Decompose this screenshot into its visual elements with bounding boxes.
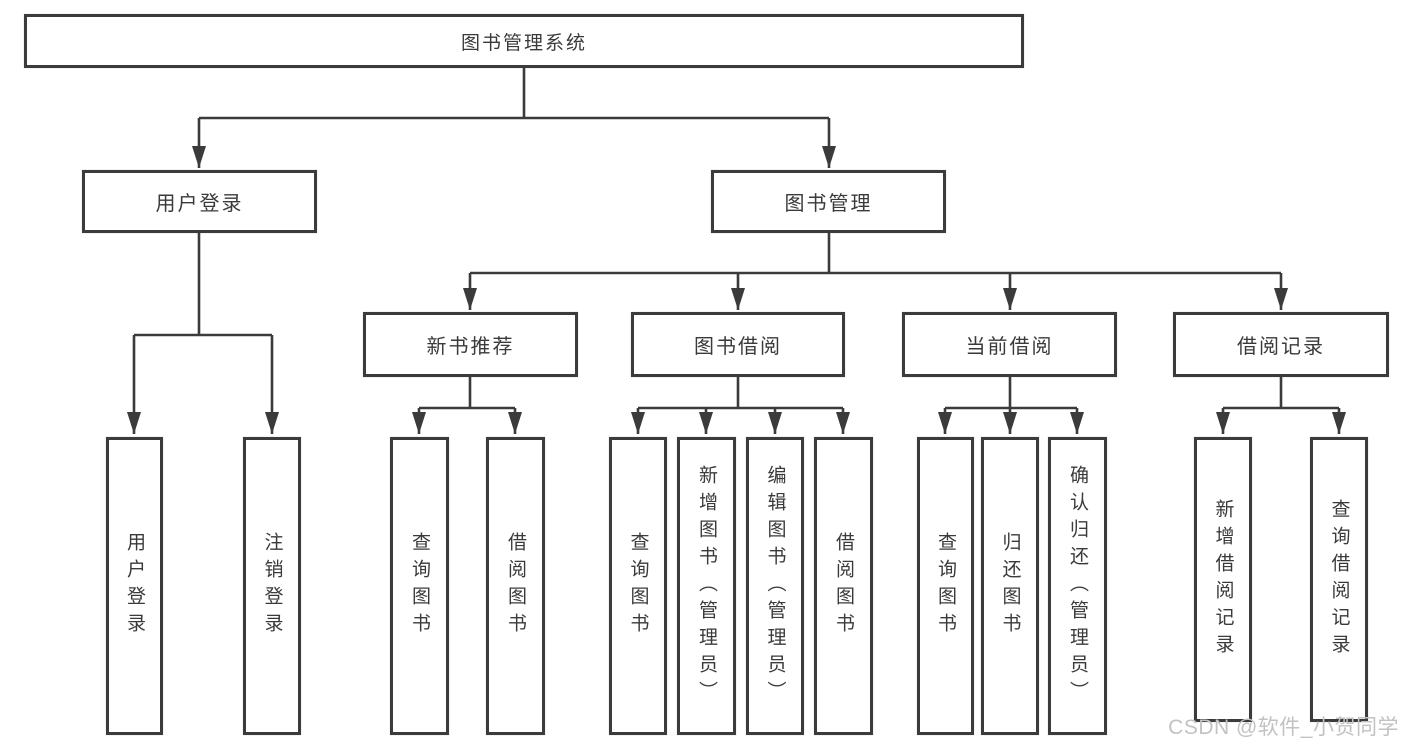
node-leaf-query-books-1: 查询图书 [390,437,449,735]
node-leaf-return-books: 归还图书 [981,437,1039,735]
node-leaf-borrow-books-1: 借阅图书 [486,437,545,735]
node-library-system: 图书管理系统 [24,14,1024,68]
node-book-management: 图书管理 [711,170,946,233]
node-leaf-edit-books-admin: 编辑图书（管理员） [746,437,804,735]
node-leaf-query-books-2: 查询图书 [609,437,667,735]
node-leaf-add-books-admin: 新增图书（管理员） [677,437,736,735]
node-new-book-recommend: 新书推荐 [363,312,578,377]
node-leaf-query-books-3: 查询图书 [917,437,974,735]
node-book-borrowing: 图书借阅 [631,312,845,377]
node-borrowing-records: 借阅记录 [1173,312,1389,377]
node-current-borrowing: 当前借阅 [902,312,1117,377]
node-leaf-user-login: 用户登录 [106,437,163,735]
node-leaf-logout: 注销登录 [243,437,301,735]
node-leaf-query-borrow-record: 查询借阅记录 [1310,437,1368,722]
node-leaf-add-borrow-record: 新增借阅记录 [1194,437,1252,722]
watermark: CSDN @软件_小贺同学 [1168,716,1399,739]
node-leaf-confirm-return-admin: 确认归还（管理员） [1048,437,1107,735]
node-leaf-borrow-books-2: 借阅图书 [814,437,873,735]
node-user-login: 用户登录 [82,170,317,233]
